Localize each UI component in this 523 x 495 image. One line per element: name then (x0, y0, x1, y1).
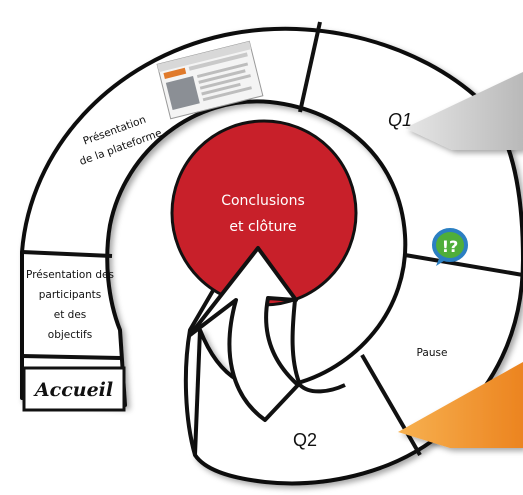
spiral-outer-band (20, 26, 523, 486)
svg-text:!?: !? (442, 237, 459, 256)
center-label-line1: Conclusions (221, 193, 305, 209)
segment-participants: Présentation des participants et des obj… (26, 269, 114, 341)
accueil-box: Accueil (22, 366, 126, 412)
participants-line2: participants (39, 289, 101, 301)
question-exclamation-bubble-icon: !? (432, 228, 468, 266)
participants-line3: et des (54, 309, 87, 321)
center-label-line2: et clôture (229, 219, 296, 235)
orange-callout (398, 362, 523, 448)
website-screenshot-thumbnail (156, 40, 264, 120)
pause-label: Pause (417, 347, 448, 359)
center-arrow (188, 246, 300, 422)
gray-callout (405, 72, 523, 150)
participants-line1: Présentation des (26, 269, 114, 281)
q2-label: Q2 (293, 430, 317, 450)
accueil-label: Accueil (33, 379, 113, 401)
q1-label: Q1 (388, 110, 412, 130)
participants-line4: objectifs (48, 329, 92, 341)
segment-dividers (21, 21, 523, 457)
